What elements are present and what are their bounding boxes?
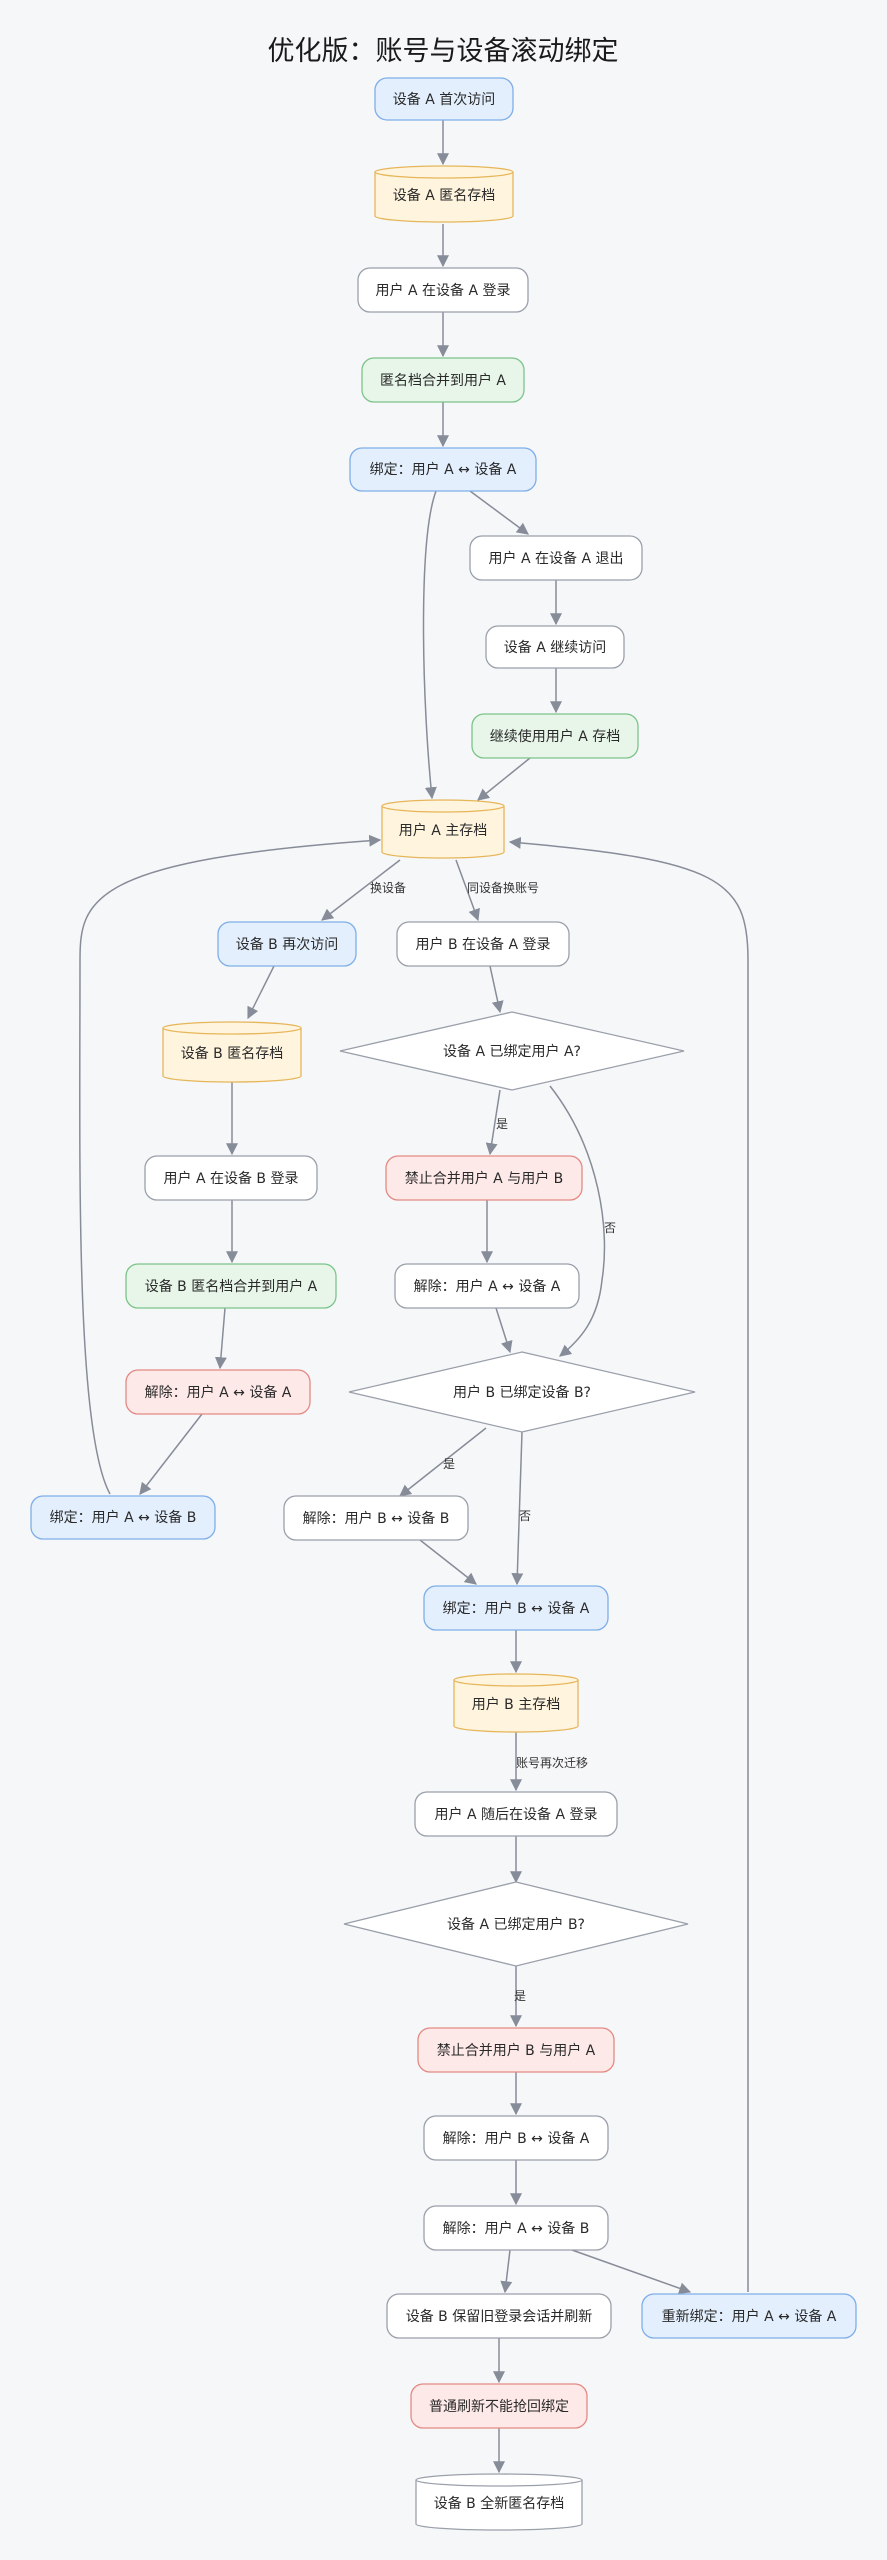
flow-node-user-a-login-a: 用户 A 在设备 A 登录 (357, 267, 529, 313)
flow-node-merge-anon-to-a: 匿名档合并到用户 A (361, 357, 525, 403)
flow-node-forbid-merge-a-b: 禁止合并用户 A 与用户 B (385, 1155, 583, 1201)
node-label: 用户 B 在设备 A 登录 (416, 936, 551, 953)
flow-node-bind-a-device-a: 绑定：用户 A ↔ 设备 A (349, 447, 537, 492)
flow-node-first-visit-a: 设备 A 首次访问 (374, 77, 514, 121)
edge-n19-n22 (511, 1431, 524, 1586)
flow-node-normal-refresh-no-rebind: 普通刷新不能抢回绑定 (410, 2383, 588, 2429)
edge-n20-n9 (79, 834, 382, 1495)
edge-labels: 换设备 同设备换账号 是 否 是 否 账号再次迁移 是 (370, 881, 616, 2003)
storage-node-user-a-main: 用户 A 主存档 (381, 799, 505, 859)
decision-node-device-a-bound-user-b: 设备 A 已绑定用户 B? (343, 1881, 689, 1967)
edge-label-same-device-switch-account: 同设备换账号 (467, 881, 539, 895)
flow-node-unbind-a-device-a-right: 解除：用户 A ↔ 设备 A (394, 1263, 580, 1309)
storage-node-anon-archive-b: 设备 B 匿名存档 (162, 1021, 302, 1083)
decision-node-user-b-bound-device-b: 用户 B 已绑定设备 B? (348, 1351, 696, 1433)
node-label: 用户 A 随后在设备 A 登录 (435, 1806, 598, 1823)
edge-n28-n30 (571, 2249, 692, 2295)
node-label: 普通刷新不能抢回绑定 (429, 2398, 569, 2415)
node-label: 解除：用户 B ↔ 设备 A (443, 2130, 590, 2147)
storage-node-device-b-new-anon: 设备 B 全新匿名存档 (415, 2473, 583, 2531)
node-label: 禁止合并用户 A 与用户 B (405, 1170, 564, 1187)
edge-n30-n9 (508, 836, 749, 2292)
node-label: 绑定：用户 A ↔ 设备 B (50, 1509, 197, 1526)
node-label: 设备 A 匿名存档 (393, 187, 495, 204)
node-label: 用户 A 在设备 A 退出 (489, 550, 624, 567)
flow-node-user-b-login-a: 用户 B 在设备 A 登录 (396, 921, 570, 967)
edge-n21-n22 (419, 1539, 477, 1585)
flow-node-unbind-a-device-b: 解除：用户 A ↔ 设备 B (423, 2205, 609, 2251)
node-label: 绑定：用户 B ↔ 设备 A (443, 1600, 590, 1617)
node-label: 解除：用户 A ↔ 设备 A (145, 1384, 292, 1401)
edge-n16-n18 (214, 1307, 227, 1370)
node-label: 设备 B 匿名存档 (181, 1045, 284, 1062)
node-label: 设备 A 已绑定用户 B? (447, 1916, 585, 1933)
flow-node-user-a-login-b: 用户 A 在设备 B 登录 (144, 1155, 318, 1201)
edge-n18-n20 (139, 1413, 203, 1495)
edge-n13-n19 (549, 1085, 606, 1357)
flow-node-unbind-a-device-a-left: 解除：用户 A ↔ 设备 A (125, 1369, 311, 1415)
node-label: 匿名档合并到用户 A (380, 372, 506, 389)
node-label: 禁止合并用户 B 与用户 A (437, 2042, 596, 2059)
node-label: 用户 A 在设备 B 登录 (164, 1170, 299, 1187)
edge-n9-n10 (321, 859, 401, 921)
node-label: 设备 A 已绑定用户 A? (443, 1043, 581, 1060)
flow-node-user-a-later-login-a: 用户 A 随后在设备 A 登录 (414, 1791, 618, 1837)
node-label: 解除：用户 B ↔ 设备 B (303, 1510, 450, 1527)
edge-label-no-1: 否 (604, 1221, 616, 1235)
node-label: 用户 A 主存档 (399, 822, 487, 839)
edge-label-switch-device: 换设备 (370, 881, 406, 895)
flow-node-unbind-b-device-a: 解除：用户 B ↔ 设备 A (423, 2115, 609, 2161)
flow-node-user-a-logout: 用户 A 在设备 A 退出 (469, 535, 643, 581)
diagram-title: 优化版：账号与设备滚动绑定 (268, 36, 619, 67)
edge-label-yes-1: 是 (496, 1117, 508, 1131)
edge-label-no-2: 否 (519, 1509, 531, 1523)
edge-n8-n9 (477, 757, 531, 801)
node-label: 设备 A 首次访问 (393, 91, 495, 108)
flow-node-bind-b-device-a: 绑定：用户 B ↔ 设备 A (423, 1585, 609, 1631)
flow-node-device-a-continue: 设备 A 继续访问 (485, 625, 625, 669)
storage-node-anon-archive-a: 设备 A 匿名存档 (374, 165, 514, 223)
edge-n17-n19 (495, 1307, 513, 1354)
node-label: 设备 B 再次访问 (236, 936, 339, 953)
flow-node-device-b-keep-session: 设备 B 保留旧登录会话并刷新 (386, 2293, 612, 2339)
flow-node-merge-anon-b-to-a: 设备 B 匿名档合并到用户 A (125, 1263, 337, 1309)
node-label: 解除：用户 A ↔ 设备 B (443, 2220, 590, 2237)
edge-label-yes-2: 是 (443, 1457, 455, 1471)
node-label: 用户 B 已绑定设备 B? (453, 1384, 591, 1401)
node-label: 重新绑定：用户 A ↔ 设备 A (662, 2308, 837, 2325)
node-label: 设备 B 保留旧登录会话并刷新 (406, 2308, 593, 2325)
edge-n5-n6 (469, 490, 529, 535)
node-label: 设备 B 匿名档合并到用户 A (145, 1278, 318, 1295)
flow-node-bind-a-device-b: 绑定：用户 A ↔ 设备 B (30, 1495, 216, 1540)
node-label: 用户 B 主存档 (472, 1696, 561, 1713)
node-label: 解除：用户 A ↔ 设备 A (414, 1278, 561, 1295)
edges (79, 120, 749, 2474)
edge-label-yes-3: 是 (514, 1989, 526, 2003)
flow-node-forbid-merge-b-a: 禁止合并用户 B 与用户 A (417, 2027, 615, 2073)
edge-n9-n11 (455, 859, 480, 922)
node-label: 用户 A 在设备 A 登录 (376, 282, 511, 299)
edge-n13-n15 (485, 1089, 501, 1156)
node-label: 继续使用用户 A 存档 (490, 728, 620, 745)
node-label: 绑定：用户 A ↔ 设备 A (370, 461, 517, 478)
edge-n5-n9 (422, 490, 437, 800)
decision-node-device-a-bound-user-a: 设备 A 已绑定用户 A? (339, 1011, 685, 1091)
edge-label-account-migrate-again: 账号再次迁移 (516, 1756, 588, 1770)
storage-node-user-b-main: 用户 B 主存档 (453, 1673, 579, 1733)
flow-node-rebind-a-device-a: 重新绑定：用户 A ↔ 设备 A (641, 2293, 857, 2339)
flow-node-continue-user-a-archive: 继续使用用户 A 存档 (471, 713, 639, 759)
edge-n19-n21 (399, 1427, 487, 1497)
flow-node-device-b-revisit: 设备 B 再次访问 (217, 921, 357, 967)
node-label: 设备 B 全新匿名存档 (434, 2495, 565, 2512)
edge-n28-n29 (500, 2249, 513, 2294)
edge-n11-n13 (489, 965, 504, 1014)
flow-node-unbind-b-device-b: 解除：用户 B ↔ 设备 B (283, 1495, 469, 1541)
node-label: 设备 A 继续访问 (504, 639, 606, 656)
edge-n10-n12 (247, 965, 275, 1020)
